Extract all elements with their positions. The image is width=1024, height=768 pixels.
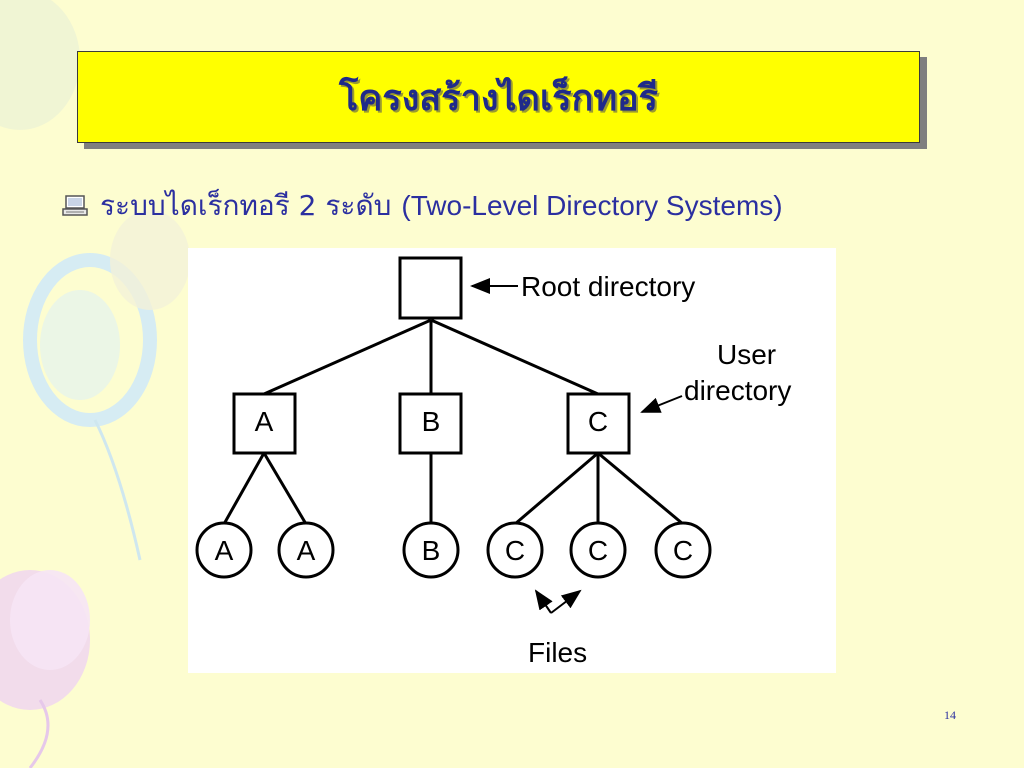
- user-directory-label: C: [588, 406, 608, 437]
- user-directory-callout-line1: User: [717, 339, 776, 370]
- bullet-thai-text: ระบบไดเร็กทอรี 2 ระดับ: [100, 189, 392, 222]
- root-directory-box: [398, 256, 463, 320]
- user-directory-A: A: [232, 392, 297, 455]
- page-number: 14: [944, 708, 956, 722]
- file-label: C: [673, 535, 693, 566]
- file-label: C: [588, 535, 608, 566]
- file-node: C: [569, 521, 627, 579]
- computer-icon: [62, 195, 88, 216]
- user-directory-C: C: [566, 392, 631, 455]
- user-directory-label: B: [422, 406, 441, 437]
- user-directory-arrow: [640, 395, 683, 413]
- bullet-english-text: (Two-Level Directory Systems): [401, 190, 783, 221]
- title-bar: โครงสร้างไดเร็กทอรี: [77, 51, 920, 143]
- file-node: B: [402, 521, 460, 579]
- file-label: A: [215, 535, 234, 566]
- slide-title: โครงสร้างไดเร็กทอรี: [338, 76, 659, 119]
- user-directory-label: A: [255, 406, 274, 437]
- file-node: C: [486, 521, 544, 579]
- directory-diagram: A B C A A B C C: [188, 248, 836, 673]
- file-node: A: [277, 521, 335, 579]
- file-label: A: [297, 535, 316, 566]
- file-node: C: [654, 521, 712, 579]
- user-directory-B: B: [398, 392, 463, 455]
- bullet-item: ระบบไดเร็กทอรี 2 ระดับ (Two-Level Direct…: [62, 186, 783, 226]
- user-directory-callout-line2: directory: [684, 375, 791, 406]
- file-node: A: [195, 521, 253, 579]
- directory-tree-svg: A B C A A B C C: [195, 256, 791, 668]
- tree-edges: [222, 318, 684, 526]
- file-label: C: [505, 535, 525, 566]
- files-arrow-right: [550, 589, 582, 614]
- files-arrow-left: [534, 589, 553, 614]
- file-label: B: [422, 535, 441, 566]
- root-directory-label: Root directory: [521, 271, 695, 302]
- files-label: Files: [528, 637, 587, 668]
